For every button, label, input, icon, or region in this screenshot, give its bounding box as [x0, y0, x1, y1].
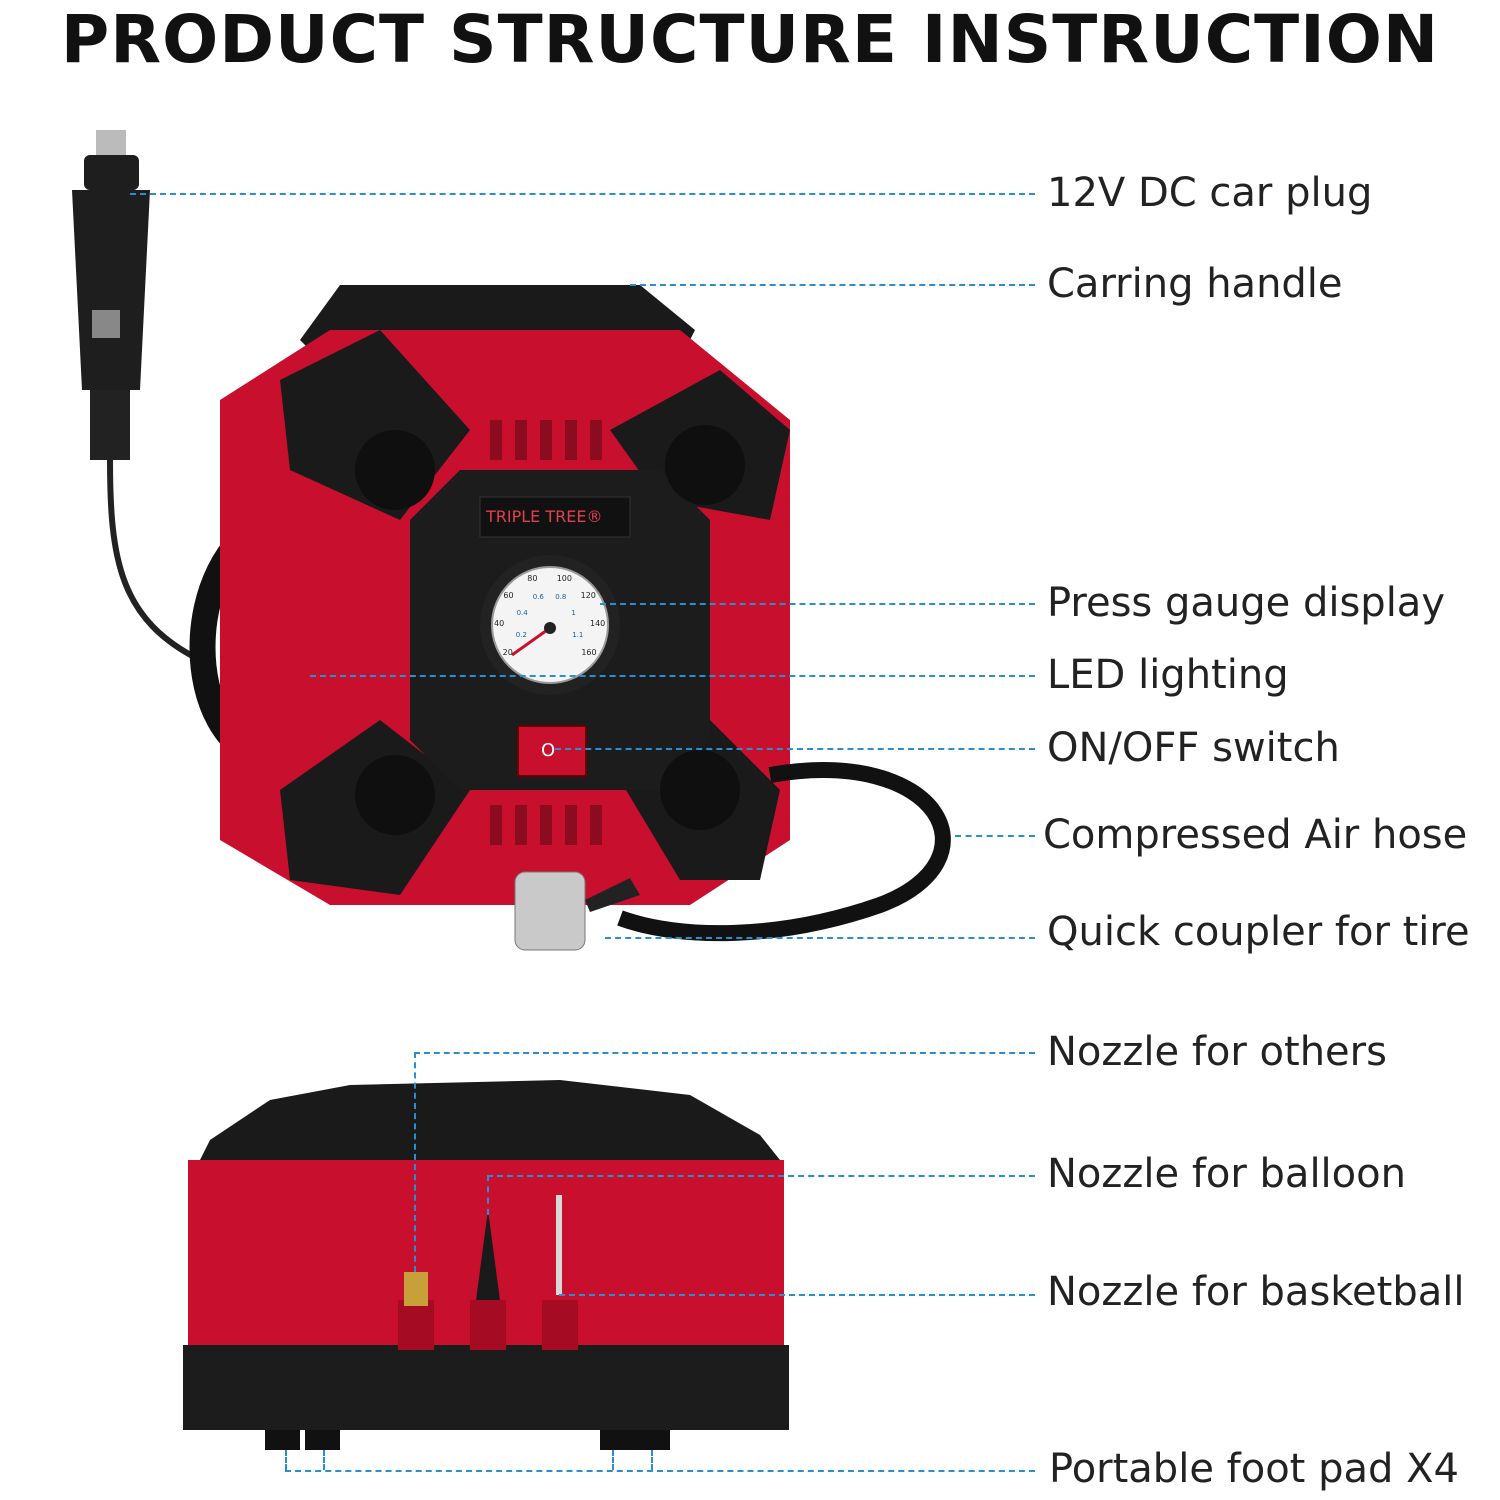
air-hose-illustration	[514, 762, 951, 951]
label-led: LED lighting	[1047, 652, 1289, 698]
page-title: PRODUCT STRUCTURE INSTRUCTION	[60, 1, 1440, 78]
leader-nozzle-balloon	[487, 1175, 1035, 1177]
leader-foot-pad-v1	[285, 1450, 287, 1470]
leader-car-plug	[130, 193, 1035, 195]
label-hose: Compressed Air hose	[1043, 812, 1468, 858]
label-nozzle-basketball: Nozzle for basketball	[1047, 1269, 1465, 1315]
leader-led	[310, 675, 1035, 677]
compressor-body	[220, 285, 790, 905]
label-nozzle-others: Nozzle for others	[1047, 1029, 1387, 1075]
gauge-tick-label: 40	[494, 619, 505, 629]
leader-nozzle-others-v	[414, 1052, 416, 1272]
leader-foot-pad-v4	[651, 1450, 653, 1470]
gauge-inner-tick-label: 0.6	[532, 593, 544, 602]
bottom-view-body	[183, 1080, 789, 1450]
label-gauge: Press gauge display	[1047, 580, 1445, 626]
label-foot-pad: Portable foot pad X4	[1049, 1446, 1459, 1492]
leader-nozzle-basketball	[559, 1294, 1035, 1296]
gauge-inner-tick-label: 1.1	[572, 631, 584, 640]
leader-switch	[555, 748, 1035, 750]
leader-hose	[955, 835, 1035, 837]
gauge-tick-label: 80	[527, 574, 538, 584]
gauge-tick-label: 120	[580, 591, 596, 601]
gauge-tick-label: 60	[503, 591, 514, 601]
label-nozzle-balloon: Nozzle for balloon	[1047, 1151, 1406, 1197]
leader-handle	[630, 284, 1035, 286]
gauge-inner-tick-label: 0.2	[515, 631, 527, 640]
brand-logo: TRIPLE TREE®	[486, 507, 603, 526]
gauge-inner-tick-label: 0.8	[555, 593, 567, 602]
leader-foot-pad-v2	[323, 1450, 325, 1470]
leader-nozzle-others	[414, 1052, 1035, 1054]
leader-nozzle-balloon-v	[487, 1175, 489, 1215]
leader-gauge	[600, 603, 1035, 605]
label-coupler: Quick coupler for tire	[1047, 909, 1470, 955]
label-switch: ON/OFF switch	[1047, 725, 1340, 771]
gauge-inner-tick-label: 0.4	[516, 608, 528, 617]
leader-foot-pad-v3	[612, 1450, 614, 1470]
gauge-tick-label: 100	[556, 574, 572, 584]
label-car-plug: 12V DC car plug	[1047, 170, 1373, 216]
gauge-inner-tick-label: 1	[571, 608, 576, 617]
gauge-tick-label: 160	[581, 647, 597, 657]
gauge-tick-label: 20	[502, 647, 513, 657]
switch-mark: O	[541, 740, 556, 761]
label-handle: Carring handle	[1047, 261, 1343, 307]
leader-coupler	[605, 937, 1035, 939]
leader-foot-pad	[285, 1470, 1035, 1472]
car-plug-illustration	[72, 130, 202, 663]
gauge-tick-label: 140	[589, 619, 606, 629]
